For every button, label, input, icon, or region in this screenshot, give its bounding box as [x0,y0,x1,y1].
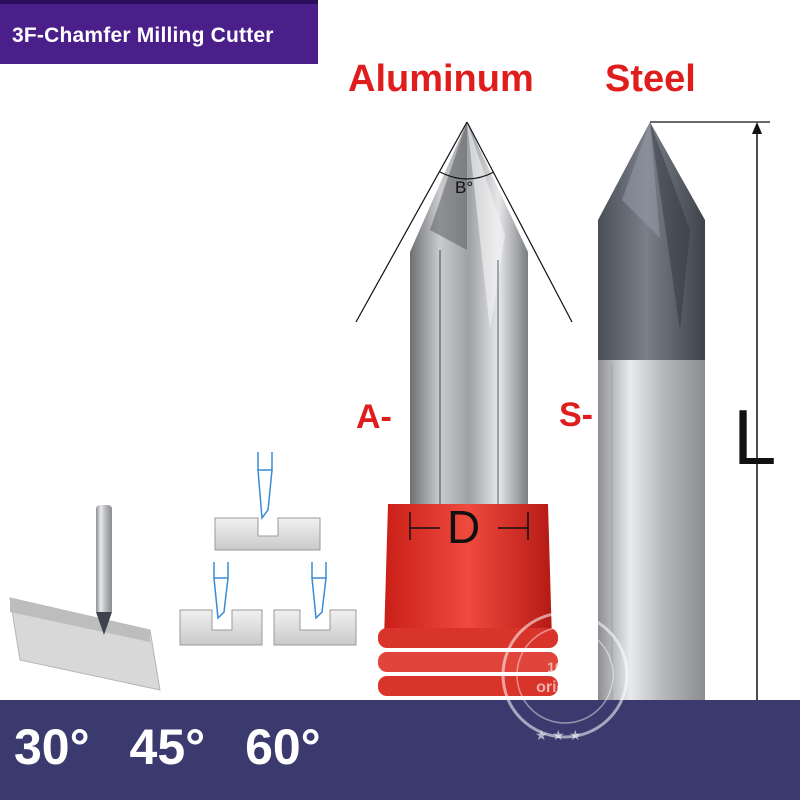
length-label: L [733,393,777,481]
angle-options: 30° 45° 60° [14,718,347,776]
angle-guide-right [466,121,573,323]
angle-guide-left [355,121,468,323]
chamfer-diagram-right [273,562,357,646]
diameter-label: D [447,501,481,553]
aluminum-label: Aluminum [348,58,534,100]
angle-option-30: 30° [14,719,90,775]
angle-option-45: 45° [129,719,206,775]
steel-label: Steel [605,58,696,100]
angle-arc [439,171,495,180]
title-banner: 3F-Chamfer Milling Cutter [0,0,318,64]
chamfer-diagram-left [179,562,263,646]
aluminum-prefix-label: A- [356,398,392,436]
product-title: 3F-Chamfer Milling Cutter [12,24,274,47]
angle-option-60: 60° [245,719,321,775]
workpiece-illustration [9,505,161,691]
chamfer-diagram-top [214,452,321,551]
aluminum-cutter [355,121,573,510]
steel-prefix-label: S- [559,396,593,434]
bottom-band [0,700,800,800]
angle-b-label: B° [455,178,474,197]
